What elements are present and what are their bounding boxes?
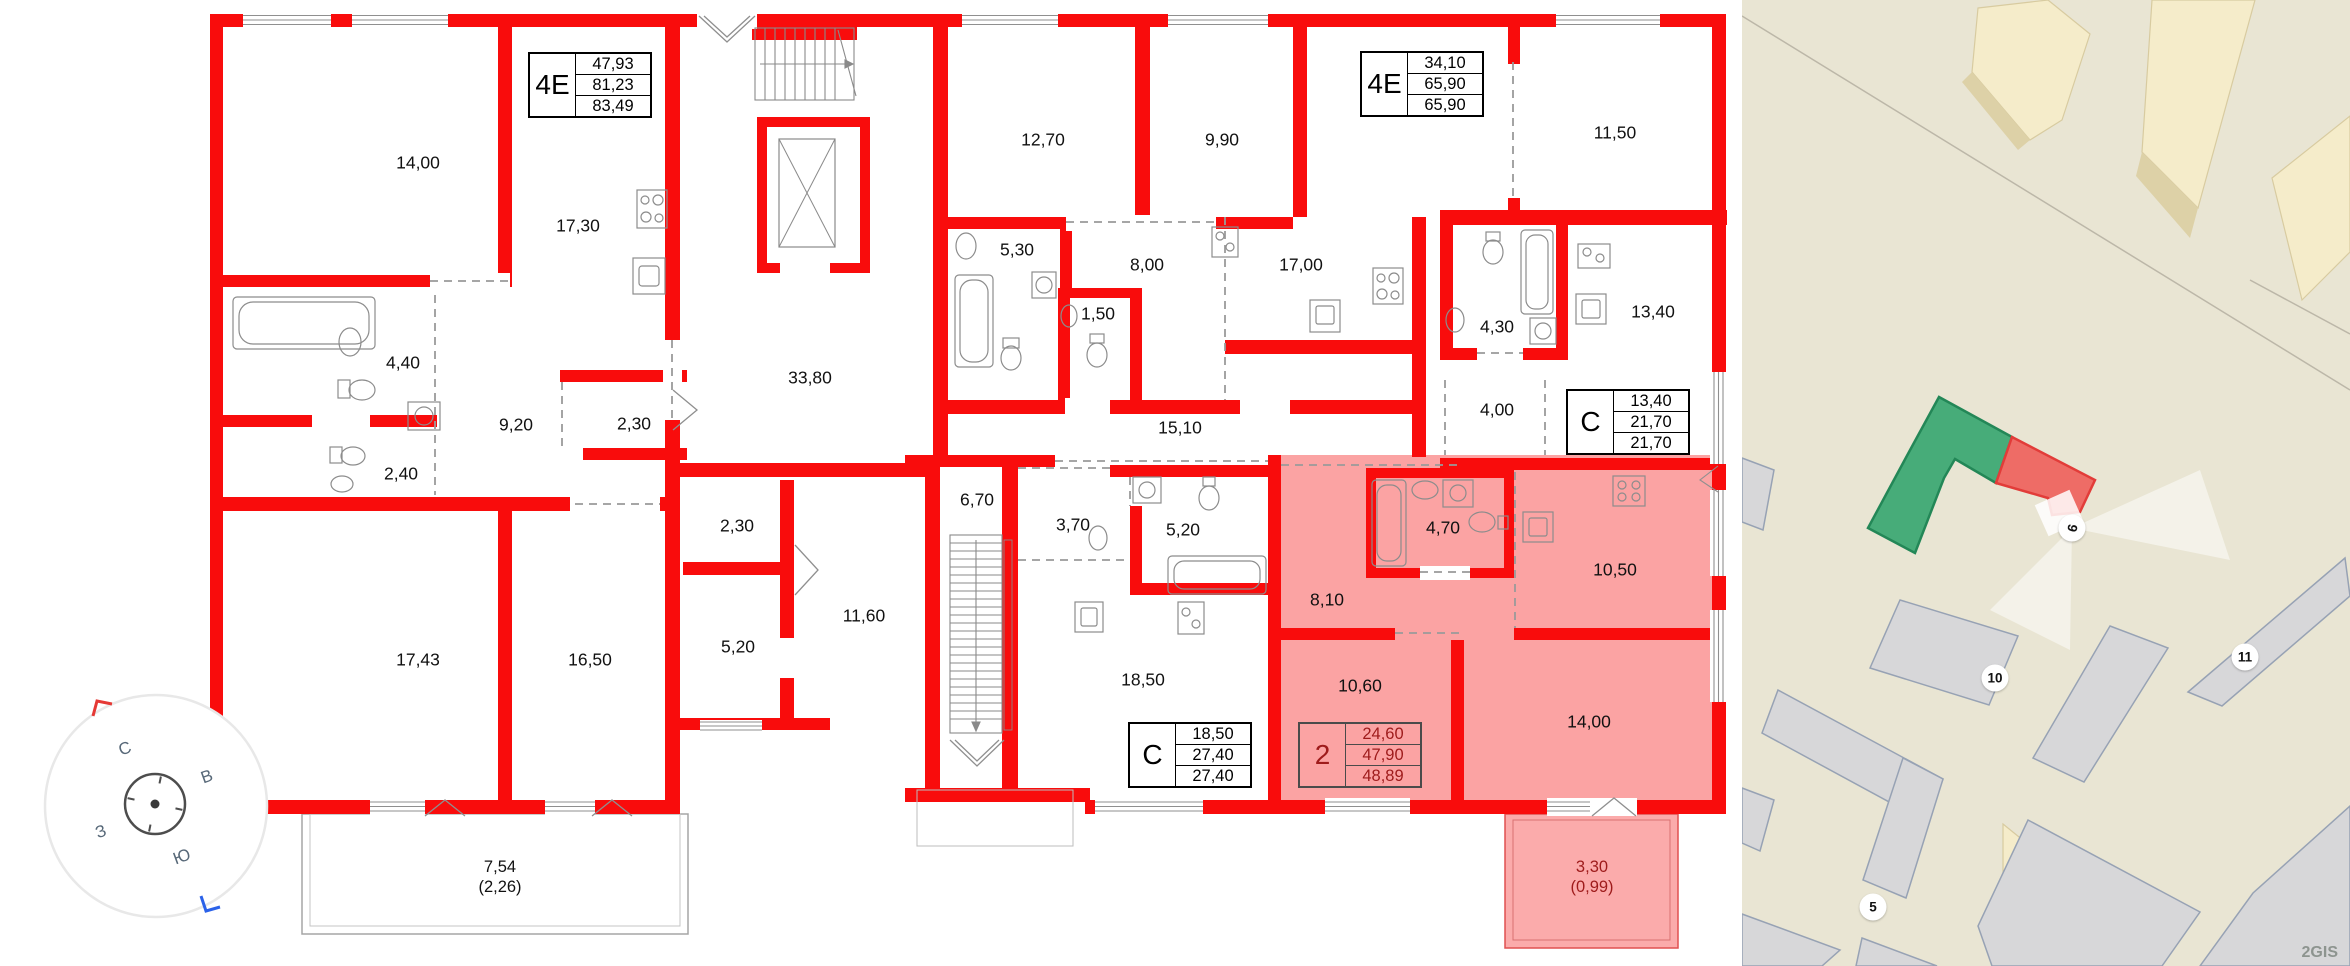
map-marker-number: 9: [2063, 522, 2081, 534]
room-area-label: 2,40: [383, 463, 419, 484]
map-buildings-gray: [1741, 456, 2350, 966]
compass-center-dot: [150, 799, 160, 809]
room-area-label: 11,60: [842, 605, 886, 626]
map-building-marker-11[interactable]: 11: [2231, 643, 2259, 671]
dashed-openings: [430, 62, 1546, 634]
room-area-label: 14,00: [396, 152, 440, 173]
apartment-type: С: [1142, 739, 1163, 770]
apartment-area-value: 24,60: [1346, 724, 1420, 745]
apartment-area-value: 13,40: [1614, 391, 1688, 412]
map-building-marker-5[interactable]: 5: [1859, 893, 1887, 921]
apartment-area-value: 47,93: [576, 54, 650, 75]
compass: [43, 693, 269, 919]
room-area-label: 18,50: [1121, 669, 1165, 690]
apartment-area-value: 34,10: [1408, 53, 1482, 74]
room-area-label: 2,30: [719, 515, 755, 536]
apartment-type: 4Е: [535, 69, 570, 100]
compass-inner-circle: [123, 772, 187, 836]
map-building-marker-9[interactable]: 9: [2058, 514, 2086, 542]
apartment-area-value: 65,90: [1408, 74, 1482, 95]
room-area-label: 4,30: [1479, 316, 1515, 337]
map-marker-number: 10: [1987, 670, 2003, 686]
room-area-label: 4,00: [1479, 399, 1515, 420]
apartment-type: 2: [1314, 739, 1331, 770]
room-area-label: 17,30: [556, 215, 600, 236]
compass-south-marker: [199, 895, 221, 913]
compass-ticks: [127, 776, 183, 832]
room-area-label: 4,70: [1425, 517, 1461, 538]
compass-north-marker: [91, 699, 113, 717]
room-area-label: 15,10: [1158, 417, 1202, 438]
map-marker-number: 11: [2237, 649, 2253, 665]
room-area-label: 13,40: [1631, 301, 1675, 322]
room-area-label: 11,50: [1593, 122, 1637, 143]
room-area-label: 5,20: [1165, 519, 1201, 540]
room-area-label: 6,70: [959, 489, 995, 510]
apartment-type: С: [1580, 406, 1601, 437]
room-area-label: 17,43: [396, 649, 440, 670]
stairs-top: [754, 27, 857, 101]
stairs-bottom: [949, 534, 1013, 734]
room-area-label: 2,30: [616, 413, 652, 434]
apartment-type: 4Е: [1367, 68, 1402, 99]
room-area-label: 8,10: [1309, 589, 1345, 610]
room-area-label: 5,30: [999, 239, 1035, 260]
apartment-area-value: 47,90: [1346, 745, 1420, 766]
selected-balcony-inner: [1512, 819, 1671, 941]
map-road-line: [2249, 279, 2350, 335]
apartment-area-value: 48,89: [1362, 766, 1404, 785]
walls: [210, 14, 1727, 814]
room-area-label: 10,50: [1593, 559, 1637, 580]
elevator: [778, 138, 836, 248]
apartment-area-value: 65,90: [1424, 95, 1466, 114]
map-view-cones: [1990, 470, 2230, 650]
apartment-area-value: 81,23: [576, 75, 650, 96]
balcony-area-label: 7,54(2,26): [478, 858, 522, 896]
map-road-line: [1741, 15, 2350, 391]
room-area-label: 10,60: [1338, 675, 1382, 696]
windows: [243, 14, 1724, 812]
map-building-marker-10[interactable]: 10: [1981, 664, 2009, 692]
apartment-area-value: 27,40: [1176, 745, 1250, 766]
map-marker-number: 5: [1869, 899, 1877, 915]
room-area-label: 8,00: [1129, 254, 1165, 275]
room-area-label: 16,50: [568, 649, 612, 670]
apartment-area-value: 21,70: [1630, 433, 1672, 452]
fixtures: [232, 189, 1646, 635]
selected-balcony: [1504, 813, 1679, 949]
room-area-label: 14,00: [1567, 711, 1611, 732]
apartment-area-value: 83,49: [592, 96, 634, 115]
room-area-label: 12,70: [1021, 129, 1065, 150]
door-chevrons: [424, 15, 1719, 847]
apartment-area-value: 18,50: [1176, 724, 1250, 745]
apartment-area-value: 27,40: [1192, 766, 1234, 785]
minimap[interactable]: [1741, 0, 2350, 966]
room-area-label: 5,20: [720, 636, 756, 657]
map-building-shadows: [1962, 72, 2198, 238]
room-area-label: 17,00: [1279, 254, 1323, 275]
balcony-area-label: 3,30(0,99): [1570, 858, 1614, 896]
room-area-label: 9,90: [1204, 129, 1240, 150]
room-area-label: 33,80: [788, 367, 832, 388]
room-area-label: 1,50: [1080, 303, 1116, 324]
room-area-label: 9,20: [498, 414, 534, 435]
apartment-area-value: 21,70: [1614, 412, 1688, 433]
room-area-label: 3,70: [1055, 514, 1091, 535]
floorplan: [210, 14, 1727, 949]
room-area-label: 4,40: [385, 352, 421, 373]
map-watermark: 2GIS: [2301, 944, 2338, 961]
